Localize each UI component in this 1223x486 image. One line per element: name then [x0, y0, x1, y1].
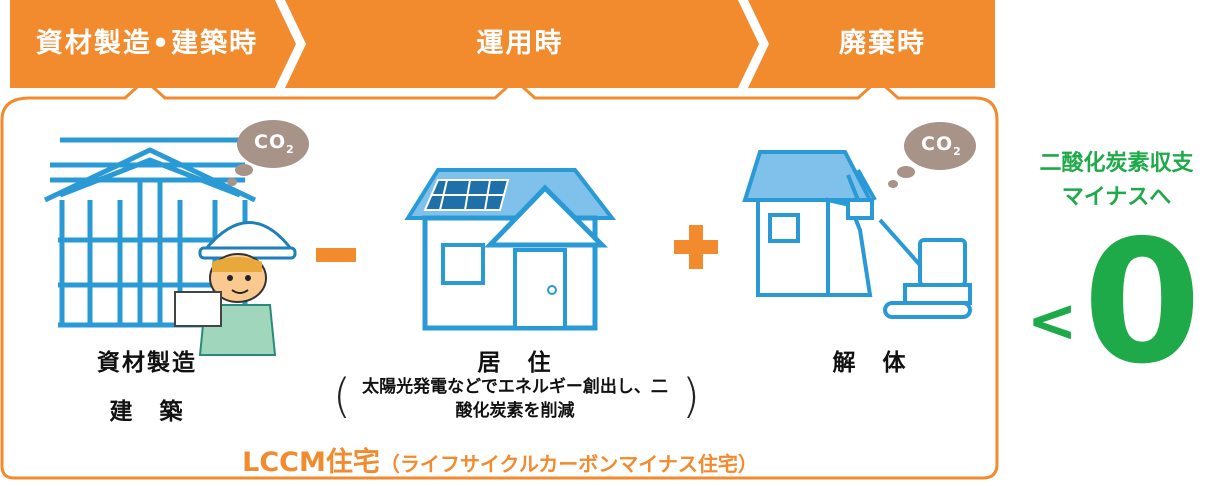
phase-arrow-disposal	[748, 0, 995, 88]
co2-text-right: CO2	[921, 133, 962, 158]
phase-label-production: 資材製造•建築時	[35, 28, 259, 59]
note-open-paren: (	[333, 369, 351, 423]
co2-text-left: CO2	[254, 131, 295, 156]
demolition-illustration	[742, 150, 972, 319]
co2-bubble-right	[888, 122, 976, 188]
lccm-title-sub: （ライフサイクルカーボンマイナス住宅）	[379, 452, 758, 476]
result-line2: マイナスへ	[1061, 185, 1172, 210]
co2-bubble-left	[227, 120, 309, 186]
residence-note: 太陽光発電などでエネルギー創出し、二酸化炭素を削減	[362, 377, 668, 421]
lccm-title-main: LCCM住宅	[242, 447, 380, 478]
minus-operator	[316, 248, 356, 262]
stage-label-residence: 居 住	[477, 350, 553, 376]
lccm-title: LCCM住宅（ライフサイクルカーボンマイナス住宅）	[0, 440, 1000, 479]
phase-label-operation: 運用時	[476, 28, 564, 59]
phase-label-disposal: 廃棄時	[839, 28, 926, 59]
phase-arrow-production	[10, 0, 296, 88]
construction-house-illustration	[43, 137, 257, 328]
note-close-paren: )	[682, 369, 700, 423]
result-less-than: <	[1027, 286, 1078, 356]
stage-frame	[0, 77, 999, 480]
solar-house-illustration	[404, 168, 617, 331]
stage-label-construction: 建 築	[109, 399, 185, 425]
result-zero: 0	[1083, 204, 1202, 402]
phase-arrow-operation	[285, 0, 759, 88]
plus-operator	[674, 225, 718, 269]
result-line1: 二酸化炭素収支	[1039, 151, 1194, 176]
stage-label-demolition: 解 体	[832, 350, 908, 376]
worker-illustration	[174, 221, 297, 356]
stage-label-production: 資材製造	[97, 350, 197, 376]
